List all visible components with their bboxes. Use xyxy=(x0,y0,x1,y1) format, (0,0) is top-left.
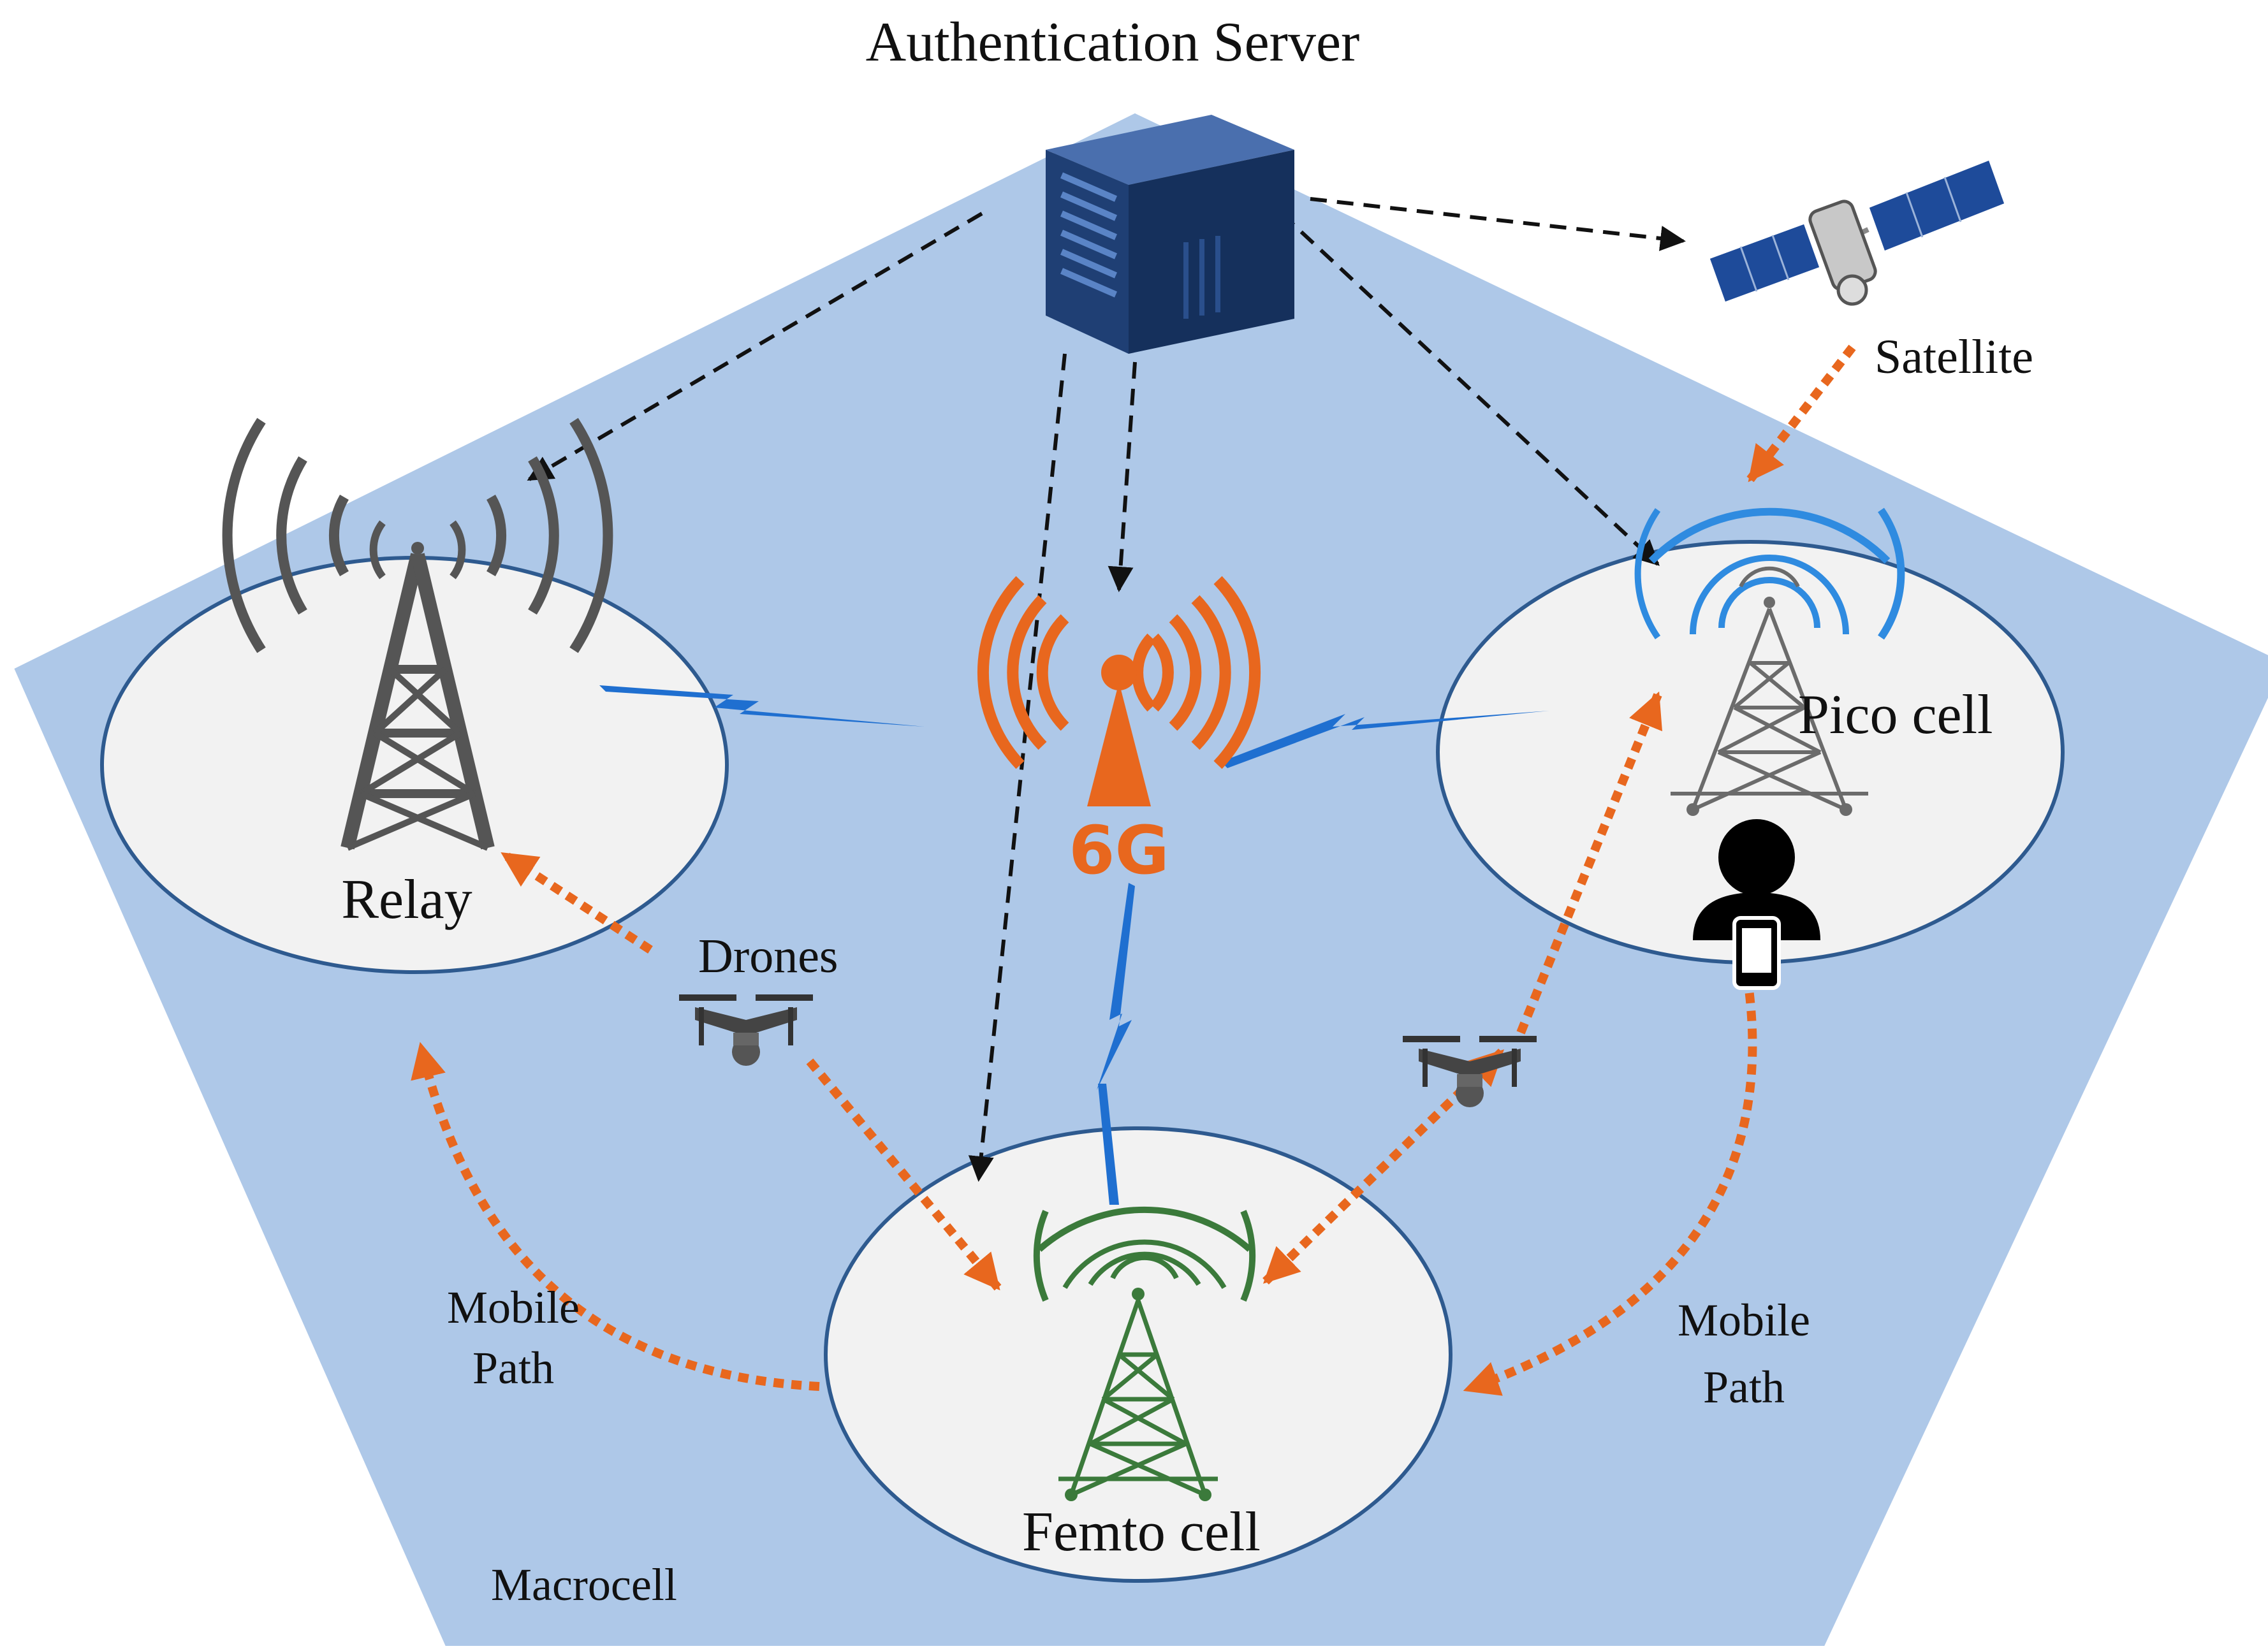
cell-tower-icon xyxy=(1634,507,1905,816)
cell-tower-icon xyxy=(222,418,613,851)
femto-label: Femto cell xyxy=(1022,1501,1261,1563)
server-rack-icon xyxy=(1046,115,1294,354)
relay-label: Relay xyxy=(341,869,472,931)
drone-icon xyxy=(679,994,813,1066)
mobile-path-left-line2: Path xyxy=(472,1342,554,1393)
lightning-bolt-icon xyxy=(599,685,925,727)
lightning-bolt-icon xyxy=(1221,711,1549,768)
satellite-label: Satellite xyxy=(1875,330,2033,384)
mobile-path-left-line1: Mobile xyxy=(447,1282,580,1333)
server-label: Authentication Server xyxy=(866,11,1360,73)
6g-antenna-icon xyxy=(977,576,1261,806)
macrocell-label: Macrocell xyxy=(491,1559,677,1610)
macrocell-area xyxy=(14,113,2268,1646)
user-with-phone-icon xyxy=(1693,819,1820,990)
lightning-bolt-icon xyxy=(1097,883,1135,1205)
drone-icon xyxy=(1403,1036,1537,1107)
mobile-path-right-line2: Path xyxy=(1703,1362,1785,1413)
satellite-icon xyxy=(1708,158,2007,306)
mobile-path-right-line1: Mobile xyxy=(1678,1295,1810,1346)
cell-tower-icon xyxy=(1033,1206,1256,1501)
pico-label: Pico cell xyxy=(1798,684,1993,746)
server-links xyxy=(527,197,1686,1182)
6g-label: 6G xyxy=(1069,811,1169,889)
drones-label: Drones xyxy=(698,929,838,983)
